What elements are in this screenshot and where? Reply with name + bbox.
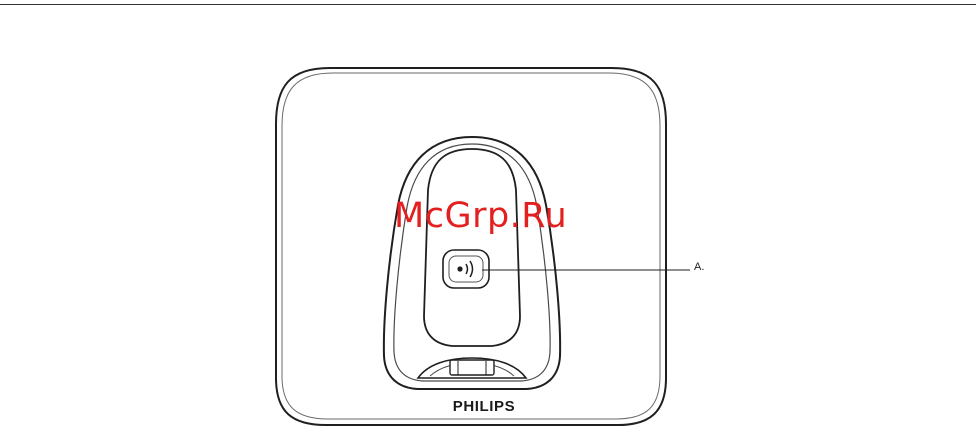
brand-logo-text: PHILIPS (423, 398, 545, 415)
handset-bay (424, 149, 520, 346)
callout-label-a: A. (694, 261, 704, 273)
page-button-inner (449, 256, 483, 282)
charging-contact (450, 360, 494, 375)
watermark-text: McGrp.Ru (394, 196, 567, 236)
